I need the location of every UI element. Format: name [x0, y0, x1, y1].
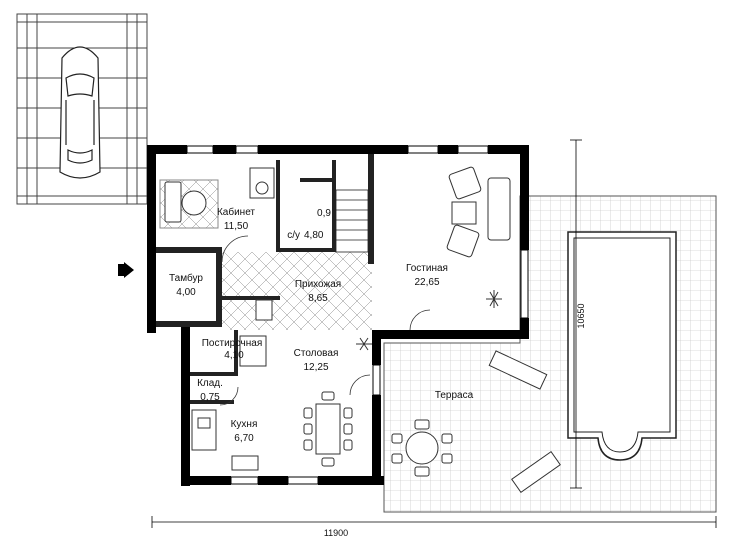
car-icon [59, 46, 101, 179]
room-name-laundry: Постирочная [202, 338, 263, 349]
office-furniture [159, 167, 275, 229]
staircase [335, 189, 369, 253]
room-name-living: Гостиная [406, 263, 448, 274]
room-area-hallway: 8,65 [308, 293, 328, 304]
room-name-bathroom: с/у [287, 230, 300, 241]
interior-walls [156, 154, 374, 404]
room-name-hallway: Прихожая [295, 279, 341, 290]
room-area-living: 22,65 [414, 277, 439, 288]
room-area-office: 11,50 [224, 221, 249, 232]
room-name-office: Кабинет [217, 206, 255, 218]
exterior-walls [147, 145, 529, 486]
dimension-width [151, 516, 717, 528]
kitchen-fixtures [191, 299, 273, 471]
terrace-table [391, 419, 453, 477]
plants [356, 290, 502, 351]
dining-table [303, 391, 353, 467]
room-area-bathroom: 4,80 [304, 230, 324, 241]
sun-loungers [488, 350, 561, 494]
dimension-width-label: 11900 [324, 528, 348, 538]
windows [186, 145, 529, 485]
room-area-vestibule: 4,00 [176, 287, 196, 298]
room-area-pantry: 0,75 [200, 392, 220, 403]
pool [567, 231, 677, 461]
dimension-pool [570, 139, 582, 489]
doors [219, 235, 431, 406]
dimension-pool-label: 10650 [576, 303, 586, 328]
living-room-sofa [446, 166, 511, 258]
room-name-terrace: Терраса [435, 390, 474, 401]
room-name-kitchen: Кухня [231, 419, 258, 430]
entrance-arrow-tail [118, 264, 124, 276]
room-area-laundry: 4,10 [224, 350, 244, 361]
room-area-kitchen: 6,70 [234, 433, 254, 444]
room-name-dining: Столовая [294, 348, 339, 359]
hallway-floor [222, 252, 372, 330]
room-area-dining: 12,25 [303, 362, 328, 373]
room-area-closet: 0,9 [317, 208, 331, 219]
room-name-vestibule: Тамбур [169, 272, 203, 284]
entrance-arrow-icon [124, 262, 134, 278]
room-name-pantry: Клад. [197, 378, 223, 389]
